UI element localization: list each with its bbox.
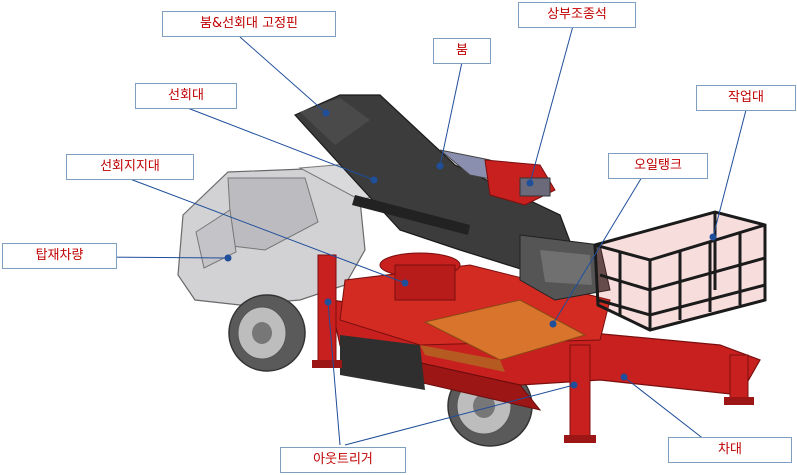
label-chassis: 차대 — [668, 437, 792, 463]
label-turntable-support: 선회지지대 — [66, 154, 194, 180]
label-boom: 붐 — [433, 38, 491, 64]
label-platform: 작업대 — [696, 85, 796, 111]
label-carrier-vehicle: 탑재차량 — [2, 243, 117, 269]
label-boom-pin: 붐&선회대 고정핀 — [162, 11, 336, 37]
work-platform — [593, 210, 767, 332]
label-turntable: 선회대 — [135, 83, 237, 109]
label-outrigger: 아웃트리거 — [280, 447, 406, 473]
label-upper-controls: 상부조종석 — [518, 2, 636, 28]
label-oil-tank: 오일탱크 — [608, 153, 708, 179]
front-wheel — [228, 294, 306, 372]
